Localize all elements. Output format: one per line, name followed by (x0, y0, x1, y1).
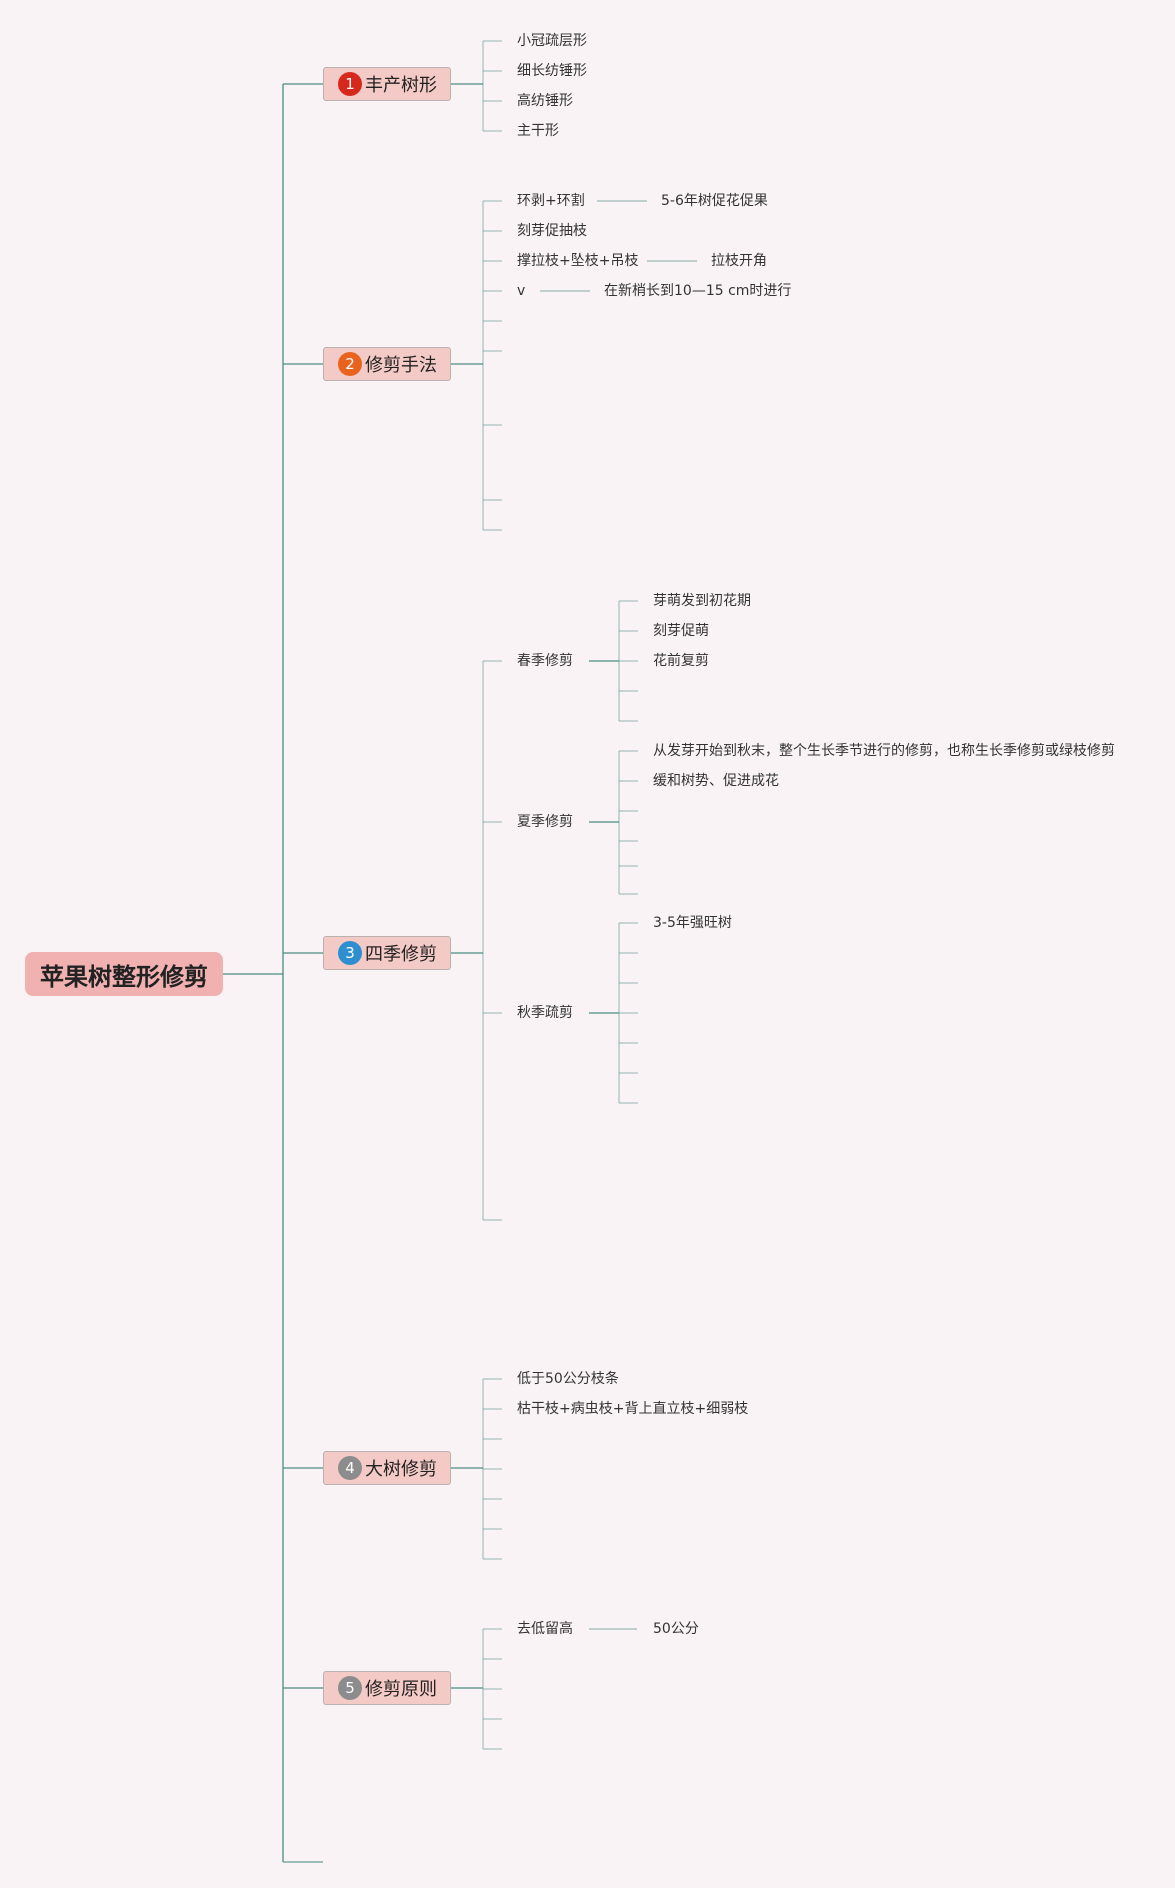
leaf-tree-shape[interactable]: 细长纺锤形 (517, 63, 587, 79)
branch-label: 大树修剪 (365, 1459, 437, 1480)
season-summer[interactable]: 夏季修剪 (517, 814, 573, 830)
leaf-technique-detail[interactable]: 在新梢长到10—15 cm时进行 (604, 283, 792, 299)
branch-pruning-principles[interactable]: 5 修剪原则 (323, 1671, 451, 1705)
branch-big-tree-pruning[interactable]: 4 大树修剪 (323, 1451, 451, 1485)
number-3-icon: 3 (338, 941, 362, 965)
leaf-summer[interactable]: 从发芽开始到秋末，整个生长季节进行的修剪，也称生长季修剪或绿枝修剪 (653, 743, 1115, 759)
season-autumn[interactable]: 秋季疏剪 (517, 1005, 573, 1021)
number-5-icon: 5 (338, 1676, 362, 1700)
leaf-big-tree[interactable]: 枯干枝+病虫枝+背上直立枝+细弱枝 (517, 1401, 749, 1417)
branch-tree-shape[interactable]: 1 丰产树形 (323, 67, 451, 101)
leaf-tree-shape[interactable]: 主干形 (517, 123, 559, 139)
leaf-tree-shape[interactable]: 小冠疏层形 (517, 33, 587, 49)
leaf-technique[interactable]: 撑拉枝+坠枝+吊枝 (517, 253, 639, 269)
leaf-spring[interactable]: 芽萌发到初花期 (653, 593, 751, 609)
branch-pruning-technique[interactable]: 2 修剪手法 (323, 347, 451, 381)
leaf-technique[interactable]: v (517, 283, 526, 299)
branch-label: 丰产树形 (365, 75, 437, 96)
branch-seasonal-pruning[interactable]: 3 四季修剪 (323, 936, 451, 970)
number-1-icon: 1 (338, 72, 362, 96)
branch-label: 修剪原则 (365, 1679, 437, 1700)
leaf-spring[interactable]: 花前复剪 (653, 653, 709, 669)
leaf-technique[interactable]: 刻芽促抽枝 (517, 223, 587, 239)
leaf-big-tree[interactable]: 低于50公分枝条 (517, 1371, 619, 1387)
leaf-technique-detail[interactable]: 拉枝开角 (711, 253, 767, 269)
leaf-principle[interactable]: 去低留高 (517, 1621, 573, 1637)
branch-label: 四季修剪 (365, 944, 437, 965)
number-4-icon: 4 (338, 1456, 362, 1480)
leaf-tree-shape[interactable]: 高纺锤形 (517, 93, 573, 109)
leaf-technique[interactable]: 环剥+环割 (517, 193, 585, 209)
leaf-technique-detail[interactable]: 5-6年树促花促果 (661, 193, 768, 209)
leaf-autumn[interactable]: 3-5年强旺树 (653, 915, 732, 931)
leaf-principle-detail[interactable]: 50公分 (653, 1621, 699, 1637)
leaf-summer[interactable]: 缓和树势、促进成花 (653, 773, 779, 789)
branch-label: 修剪手法 (365, 355, 437, 376)
root-topic[interactable]: 苹果树整形修剪 (25, 952, 223, 996)
season-spring[interactable]: 春季修剪 (517, 653, 573, 669)
leaf-spring[interactable]: 刻芽促萌 (653, 623, 709, 639)
number-2-icon: 2 (338, 352, 362, 376)
